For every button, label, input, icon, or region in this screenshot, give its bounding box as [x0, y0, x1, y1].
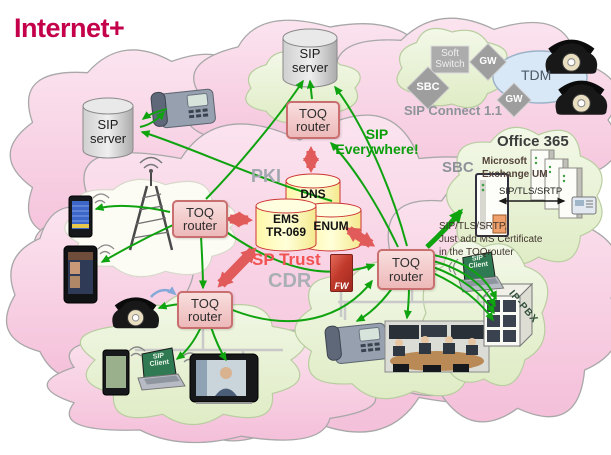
- sbc-server: [475, 173, 509, 237]
- sip-tls-srtp-label: SIP/TLS/SRTP: [499, 186, 563, 197]
- exchange-um-label: Microsoft Exchange UM: [482, 156, 548, 180]
- certificate-note: SIP/TLS/SRTP, Just add MS Certificate in…: [439, 221, 543, 258]
- smartphone-1: [68, 193, 110, 238]
- gw2-label: GW: [505, 93, 523, 105]
- sip-server-top: [282, 28, 338, 88]
- gw1-label: GW: [479, 55, 497, 67]
- premises-frames: [135, 287, 516, 364]
- gw-diamond-2: [496, 82, 532, 118]
- pki-label: PKI: [251, 166, 282, 186]
- video-tablet: [189, 353, 259, 404]
- enum-label: ENUM: [313, 218, 349, 233]
- sip-server-left-label: SIP server: [89, 117, 127, 146]
- office365-phone: [571, 196, 597, 215]
- ems-label: EMS TR-069: [265, 212, 306, 239]
- sip-server-top-label: SIP server: [291, 46, 329, 75]
- office365-title: Office 365: [497, 133, 569, 150]
- cdr-label: CDR: [268, 270, 312, 292]
- smartphone-2: [63, 244, 115, 304]
- toq-router-bottom: TOQ router: [177, 291, 233, 329]
- dns-label: DNS: [300, 186, 326, 201]
- sbc-diamond: [406, 66, 450, 110]
- green-sip-links: [94, 79, 497, 362]
- desk-phone-bottom: [324, 322, 389, 364]
- desk-phone-left: [150, 88, 216, 129]
- sip-server-left: [82, 97, 134, 159]
- tdm-label: TDM: [521, 67, 552, 83]
- blue-home-phone-link: [150, 286, 177, 298]
- office365-servers: [530, 149, 597, 219]
- toq-router-right: TOQ router: [377, 249, 435, 290]
- ems-cylinder: [255, 198, 317, 252]
- sbc-label: SBC: [442, 159, 474, 176]
- soft-switch-label: Soft Switch: [435, 48, 465, 70]
- toq-router-left: TOQ router: [172, 200, 228, 238]
- firewall-box: FW: [330, 254, 353, 292]
- internet-title: Internet+: [14, 13, 125, 43]
- red-trust-arrows: [217, 146, 376, 288]
- sp-trust-label: SP Trust: [252, 250, 321, 269]
- sbc-diamond-label: SBC: [416, 81, 440, 94]
- sip-everywhere-label: SIP Everywhere!: [335, 126, 419, 157]
- gw-diamond-1: [468, 42, 508, 82]
- smartphone-3: [102, 346, 146, 396]
- soft-switch-box: [430, 45, 470, 74]
- sip-connect-label: SIP Connect 1.1: [404, 103, 503, 118]
- toq-router-top: TOQ router: [286, 101, 340, 139]
- video-conference-photo: [384, 320, 490, 373]
- ip-pbx-box: [482, 282, 534, 348]
